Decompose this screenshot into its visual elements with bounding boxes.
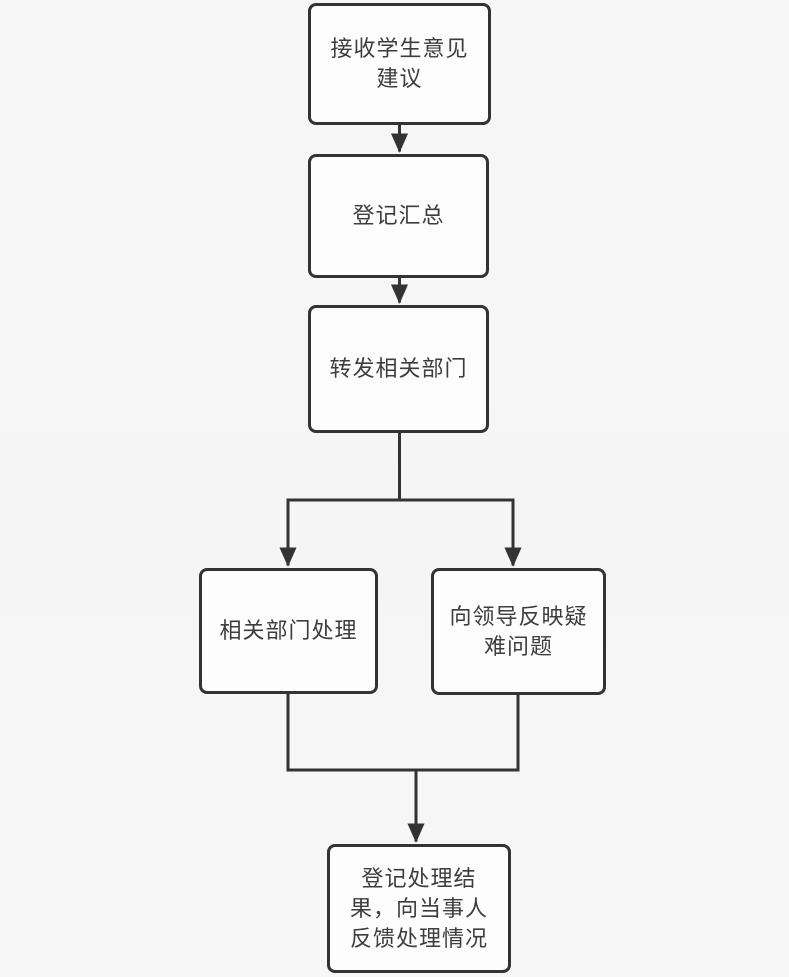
flow-node-dept-handle: 相关部门处理 (199, 568, 378, 694)
flow-node-dept-handle-label: 相关部门处理 (219, 618, 358, 643)
flow-node-receive-label: 接收学生意见 建议 (330, 36, 469, 91)
flow-node-forward: 转发相关部门 (308, 305, 489, 433)
flow-node-record-feedback: 登记处理结 果，向当事人 反馈处理情况 (327, 844, 511, 973)
flow-node-report-leader: 向领导反映疑 难问题 (431, 568, 606, 695)
flow-node-report-leader-label: 向领导反映疑 难问题 (449, 603, 588, 659)
flow-node-record-feedback-label: 登记处理结 果，向当事人 反馈处理情况 (349, 865, 488, 951)
flow-node-receive: 接收学生意见 建议 (308, 3, 491, 125)
flow-node-forward-label: 转发相关部门 (329, 356, 468, 381)
flow-node-register: 登记汇总 (308, 154, 489, 278)
flow-node-register-label: 登记汇总 (352, 203, 445, 228)
